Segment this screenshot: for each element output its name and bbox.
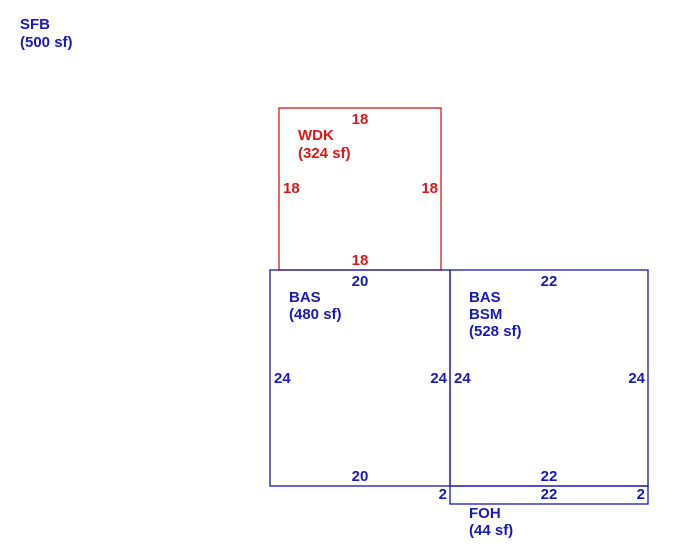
wdk-label-code: WDK xyxy=(298,127,334,144)
bas-dim-top: 20 xyxy=(352,273,369,290)
area-bas: BAS (480 sf) 20 24 24 20 2 xyxy=(269,269,451,503)
bas-bsm-dim-bottom: 22 xyxy=(541,468,558,485)
wdk-label-area: (324 sf) xyxy=(298,145,351,162)
area-foh: 22 2 FOH (44 sf) xyxy=(449,485,649,539)
sfb-code: SFB xyxy=(20,16,50,33)
area-foh-outline xyxy=(449,485,649,505)
foh-label-code: FOH xyxy=(469,505,501,522)
area-wdk: WDK (324 sf) 18 18 18 18 xyxy=(278,107,442,271)
bas-bsm-label-code-2: BSM xyxy=(469,306,502,323)
foh-label-area: (44 sf) xyxy=(469,522,513,539)
foh-dim-right: 2 xyxy=(637,486,645,503)
bas-dim-right: 24 xyxy=(430,370,447,387)
foh-dim-top: 22 xyxy=(541,486,558,503)
sfb-label: SFB (500 sf) xyxy=(20,16,73,52)
wdk-dim-top: 18 xyxy=(352,111,369,128)
bas-dim-left: 24 xyxy=(274,370,291,387)
bas-label-area: (480 sf) xyxy=(289,306,342,323)
bas-bsm-dim-right: 24 xyxy=(628,370,645,387)
wdk-dim-left: 18 xyxy=(283,180,300,197)
bas-dim-bottom: 20 xyxy=(352,468,369,485)
sfb-area: (500 sf) xyxy=(20,34,73,51)
bas-dim-corner: 2 xyxy=(439,486,447,503)
wdk-dim-right: 18 xyxy=(421,180,438,197)
bas-bsm-label-area: (528 sf) xyxy=(469,323,522,340)
bas-bsm-dim-left: 24 xyxy=(454,370,471,387)
wdk-dim-bottom: 18 xyxy=(352,252,369,269)
bas-bsm-dim-top: 22 xyxy=(541,273,558,290)
area-bas-bsm: BAS BSM (528 sf) 22 24 24 22 xyxy=(449,269,649,487)
bas-bsm-label-code: BAS xyxy=(469,289,501,306)
bas-label-code: BAS xyxy=(289,289,321,306)
